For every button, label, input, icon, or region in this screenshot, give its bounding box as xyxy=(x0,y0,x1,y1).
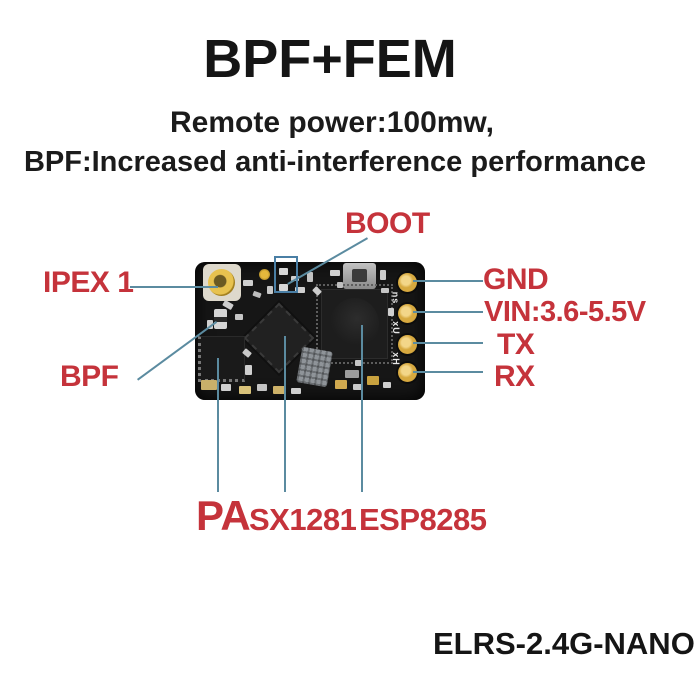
gnd-callout-line xyxy=(413,280,483,282)
smd-component xyxy=(367,376,379,385)
silkscreen-text-1: ns xyxy=(390,291,401,305)
smd-component xyxy=(257,384,267,391)
vin-callout-line xyxy=(413,311,483,313)
subtitle-power: Remote power:100mw, xyxy=(170,106,494,139)
smd-component xyxy=(381,288,389,293)
label-ipex: IPEX 1 xyxy=(43,266,134,299)
label-bpf: BPF xyxy=(60,360,119,393)
solder-pad-vin xyxy=(398,304,417,323)
solder-pad-gnd xyxy=(398,273,417,292)
smd-component xyxy=(307,272,313,282)
bpf-component xyxy=(214,309,227,329)
smd-component xyxy=(201,380,217,390)
label-vin: VIN:3.6-5.5V xyxy=(484,296,646,328)
label-esp8285: ESP8285 xyxy=(359,502,487,537)
pa-callout-line xyxy=(217,358,219,492)
smd-component xyxy=(291,388,301,394)
fiducial-dot xyxy=(259,269,270,280)
smd-component xyxy=(355,360,363,366)
label-boot: BOOT xyxy=(345,207,430,240)
sx1281-callout-line xyxy=(284,336,286,492)
page-title: BPF+FEM xyxy=(203,29,457,89)
ipex-callout-line xyxy=(130,286,218,288)
smd-component xyxy=(273,386,285,394)
esp8285-marking xyxy=(330,298,379,350)
crystal-component xyxy=(296,346,333,388)
smd-component xyxy=(252,290,262,299)
smd-component xyxy=(245,365,252,375)
smd-component xyxy=(267,286,273,294)
smd-component xyxy=(243,280,253,286)
pa-chip xyxy=(198,336,245,382)
model-name: ELRS-2.4G-NANO xyxy=(433,626,695,661)
smd-component xyxy=(380,270,386,280)
boot-pad-1 xyxy=(279,268,288,275)
silkscreen-text-3: xH xyxy=(390,352,401,366)
smd-component xyxy=(337,282,343,288)
smd-component xyxy=(388,308,394,316)
esp8285-callout-line xyxy=(361,325,363,492)
shielded-component xyxy=(343,263,376,289)
label-pa: PA xyxy=(196,492,251,539)
silkscreen-text-2: xU xyxy=(390,321,401,335)
smd-component xyxy=(221,384,231,391)
esp8285-chip xyxy=(316,284,393,364)
label-gnd: GND xyxy=(483,263,549,296)
solder-pad-tx xyxy=(398,335,417,354)
label-tx: TX xyxy=(497,328,535,361)
shielded-component-core xyxy=(352,269,367,282)
smd-component xyxy=(235,314,243,320)
smd-component xyxy=(335,380,347,389)
label-rx: RX xyxy=(494,360,535,393)
smd-component xyxy=(353,384,363,390)
rx-callout-line xyxy=(413,371,483,373)
ipex-ring xyxy=(208,269,235,296)
tx-callout-line xyxy=(413,342,483,344)
smd-component xyxy=(330,270,340,276)
smd-component xyxy=(383,382,391,388)
solder-pad-rx xyxy=(398,363,417,382)
boot-highlight-box xyxy=(274,256,298,293)
ipex-connector xyxy=(203,264,241,301)
label-sx1281: SX1281 xyxy=(249,502,357,537)
smd-component xyxy=(295,287,305,293)
smd-component xyxy=(239,386,251,394)
smd-component xyxy=(345,370,359,378)
pcb-board: ns xU xH xyxy=(195,262,425,400)
boot-pad-2 xyxy=(279,284,288,291)
subtitle-bpf: BPF:Increased anti-interference performa… xyxy=(23,146,647,178)
